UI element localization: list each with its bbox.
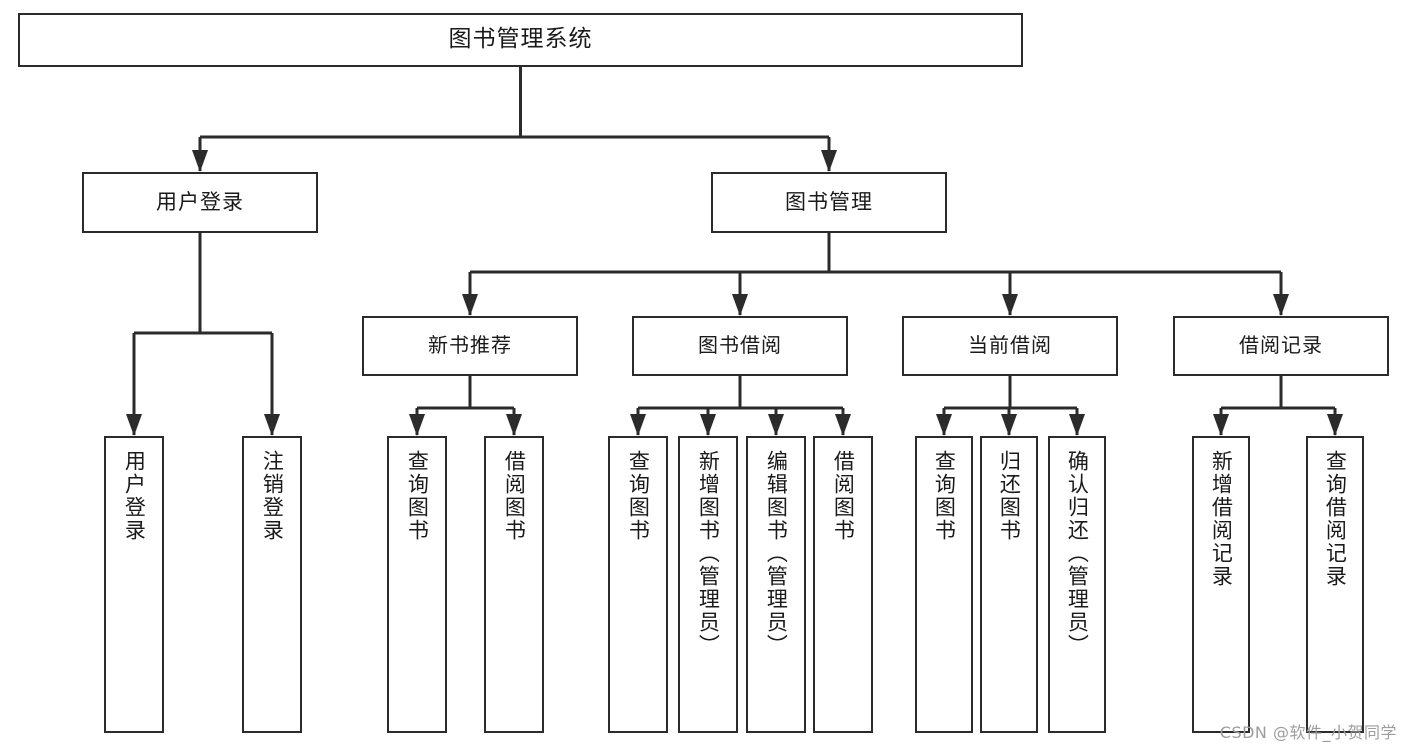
- node-label: 归还图书: [997, 450, 1022, 542]
- arrowhead: [1001, 414, 1017, 436]
- node-label: 图书管理: [785, 190, 873, 215]
- node-newbook: 新书推荐: [362, 316, 578, 376]
- node-leaf-1: 用户登录: [104, 436, 164, 733]
- node-leaf-7: 编辑图书（管理员）: [746, 436, 806, 733]
- arrowhead: [821, 150, 837, 172]
- node-label: 当前借阅: [968, 333, 1052, 358]
- arrowhead: [1213, 414, 1229, 436]
- node-label: 注销登录: [260, 450, 285, 542]
- node-login: 用户登录: [82, 172, 318, 233]
- node-leaf-6: 新增图书（管理员）: [678, 436, 738, 733]
- arrowhead: [700, 414, 716, 436]
- node-leaf-12: 新增借阅记录: [1192, 436, 1250, 733]
- node-label: 新增借阅记录: [1209, 450, 1234, 588]
- node-leaf-5: 查询图书: [608, 436, 668, 733]
- node-leaf-11: 确认归还（管理员）: [1048, 436, 1106, 733]
- node-label: 查询图书: [932, 450, 957, 542]
- node-bookmgmt: 图书管理: [711, 172, 947, 233]
- node-label: 用户登录: [156, 190, 244, 215]
- arrowhead: [1327, 414, 1343, 436]
- arrowhead: [506, 414, 522, 436]
- node-label: 确认归还（管理员）: [1065, 450, 1090, 657]
- node-leaf-8: 借阅图书: [813, 436, 873, 733]
- node-leaf-9: 查询图书: [915, 436, 973, 733]
- node-leaf-4: 借阅图书: [484, 436, 544, 733]
- arrowhead: [1069, 414, 1085, 436]
- node-label: 查询借阅记录: [1323, 450, 1348, 588]
- node-label: 用户登录: [122, 450, 147, 542]
- node-leaf-3: 查询图书: [387, 436, 447, 733]
- arrowhead: [126, 414, 142, 436]
- node-label: 借阅记录: [1239, 333, 1323, 358]
- node-label: 编辑图书（管理员）: [764, 450, 789, 657]
- arrowhead: [768, 414, 784, 436]
- node-label: 新增图书（管理员）: [696, 450, 721, 657]
- node-label: 新书推荐: [428, 333, 512, 358]
- node-label: 图书管理系统: [448, 26, 593, 53]
- node-leaf-10: 归还图书: [980, 436, 1038, 733]
- node-label: 借阅图书: [831, 450, 856, 542]
- watermark-text: CSDN @软件_小贺同学: [1219, 723, 1397, 742]
- arrowhead: [462, 294, 478, 316]
- arrowhead: [264, 414, 280, 436]
- node-leaf-2: 注销登录: [242, 436, 302, 733]
- node-label: 查询图书: [405, 450, 430, 542]
- arrowhead: [835, 414, 851, 436]
- node-leaf-13: 查询借阅记录: [1306, 436, 1364, 733]
- node-label: 图书借阅: [698, 333, 782, 358]
- arrowhead: [630, 414, 646, 436]
- arrowhead: [409, 414, 425, 436]
- arrowhead: [732, 294, 748, 316]
- arrowhead: [192, 150, 208, 172]
- node-label: 借阅图书: [502, 450, 527, 542]
- node-records: 借阅记录: [1173, 316, 1389, 376]
- node-borrow: 图书借阅: [632, 316, 848, 376]
- node-root: 图书管理系统: [18, 13, 1023, 67]
- arrowhead: [1273, 294, 1289, 316]
- node-label: 查询图书: [626, 450, 651, 542]
- arrowhead: [936, 414, 952, 436]
- arrowhead: [1002, 294, 1018, 316]
- node-current: 当前借阅: [902, 316, 1118, 376]
